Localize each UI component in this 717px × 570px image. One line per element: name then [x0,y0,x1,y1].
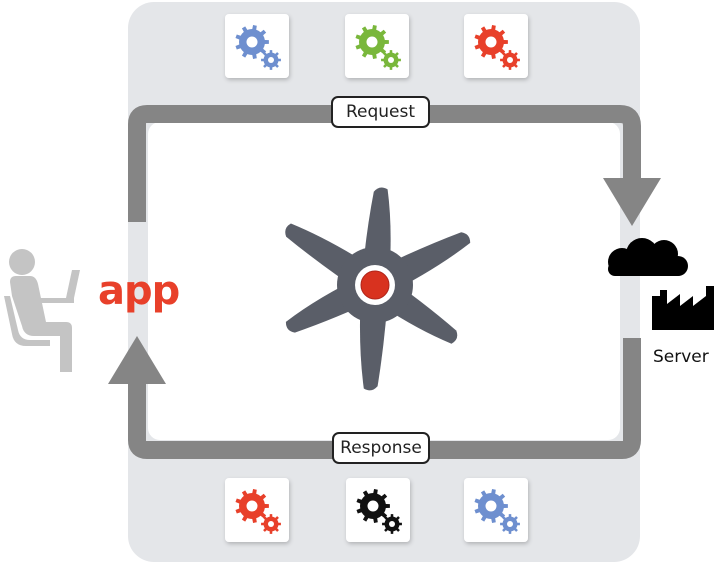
cloud-icon [608,238,688,276]
gear-tile-blue-bottom [464,478,528,542]
factory-icon [652,286,714,330]
top-gear-tiles [225,14,528,78]
app-label: app [98,268,180,314]
request-arrow-head [603,178,661,226]
gear-tile-red-bottom [225,478,289,542]
bottom-gear-tiles [225,478,528,542]
hub-center-dot [360,270,390,300]
person-at-laptop-icon [4,249,80,372]
request-label: Request [331,96,430,128]
response-label: Response [332,432,430,464]
response-arrow-head [108,336,166,384]
gear-tile-black-bottom [346,478,410,542]
server-cloud-factory-icon [608,238,714,330]
server-label: Server [653,347,709,367]
hub-icon [285,187,471,391]
gear-tile-red-top [464,14,528,78]
gear-tile-blue-top [225,14,289,78]
gear-tile-green-top [345,14,409,78]
